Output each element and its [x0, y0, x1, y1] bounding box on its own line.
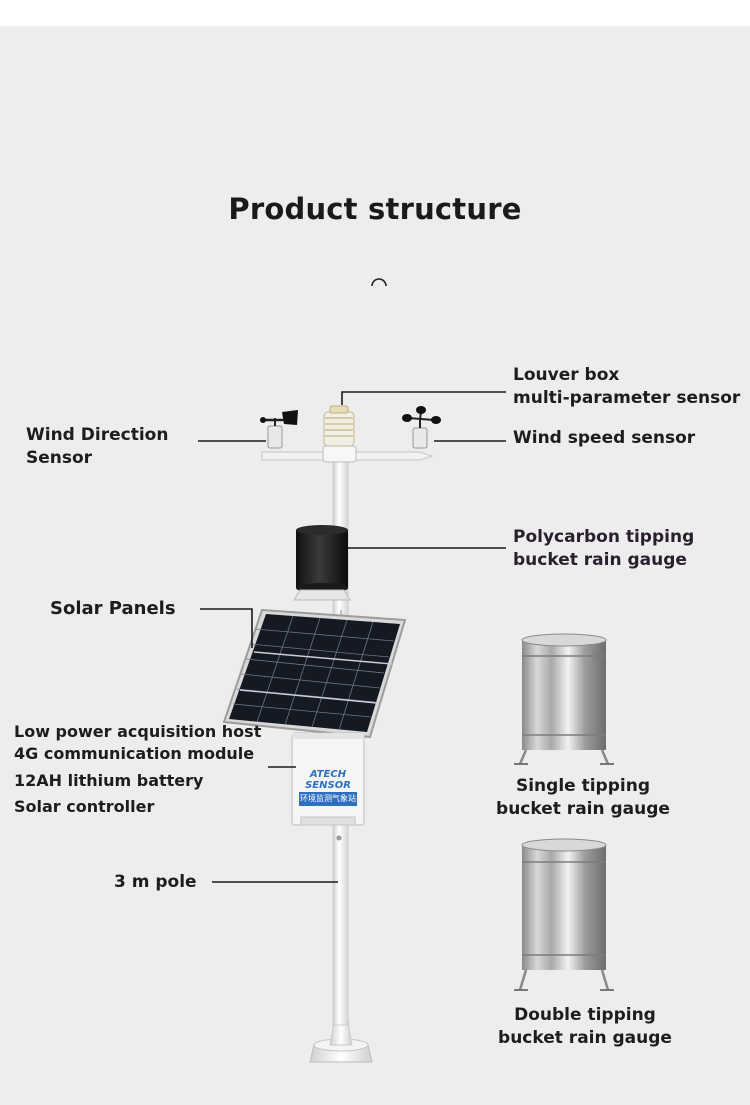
louver-box-label-line1: Louver box — [513, 365, 620, 385]
pole-base — [309, 1019, 373, 1063]
wind-direction-label-line1: Wind Direction — [26, 425, 169, 445]
crossbar — [261, 445, 434, 463]
wind-speed-label: Wind speed sensor — [513, 428, 696, 448]
box-brand: ATECH SENSOR — [305, 769, 351, 791]
host-label-line4: Solar controller — [14, 797, 155, 816]
arc-icon — [371, 278, 387, 286]
pole-label: 3 m pole — [114, 872, 197, 892]
host-label-line1: Low power acquisition host — [14, 722, 262, 741]
solar-panel-icon — [222, 608, 407, 739]
box-caption: 环境监测气象站 — [300, 794, 356, 803]
anemometer-icon — [402, 406, 441, 449]
polycarbon-gauge-label-line1: Polycarbon tipping — [513, 527, 695, 547]
polycarbon-gauge-label: Polycarbon tipping bucket rain gauge — [513, 526, 694, 572]
single-gauge-label-line1: Single tipping — [515, 776, 650, 796]
rain-gauge-icon — [514, 633, 614, 765]
host-label-line3: 12AH lithium battery — [14, 771, 204, 790]
double-gauge-label-line1: Double tipping — [514, 1005, 656, 1025]
double-gauge-label-line2: bucket rain gauge — [498, 1028, 672, 1048]
control-box — [291, 732, 365, 826]
wind-direction-label: Wind Direction Sensor — [26, 424, 168, 470]
louver-box — [323, 405, 355, 447]
page-background — [0, 26, 750, 1105]
wind-direction-label-line2: Sensor — [26, 448, 93, 468]
solar-panels-label: Solar Panels — [50, 598, 176, 619]
single-gauge-label: Single tipping bucket rain gauge — [496, 775, 670, 821]
single-gauge-label-line2: bucket rain gauge — [496, 799, 670, 819]
double-gauge-label: Double tipping bucket rain gauge — [498, 1004, 672, 1050]
page-title: Product structure — [228, 192, 522, 226]
host-label-line2: 4G communication module — [14, 744, 255, 763]
rain-gauge-double — [514, 838, 614, 991]
polycarbon-rain-gauge — [293, 525, 351, 601]
polycarbon-gauge-label-line2: bucket rain gauge — [513, 550, 687, 570]
host-label: Low power acquisition host 4G communicat… — [14, 721, 261, 818]
louver-box-label: Louver box multi-parameter sensor — [513, 364, 740, 410]
wind-vane-icon — [260, 410, 298, 449]
leader-lines — [198, 391, 506, 883]
louver-box-label-line2: multi-parameter sensor — [513, 388, 741, 408]
